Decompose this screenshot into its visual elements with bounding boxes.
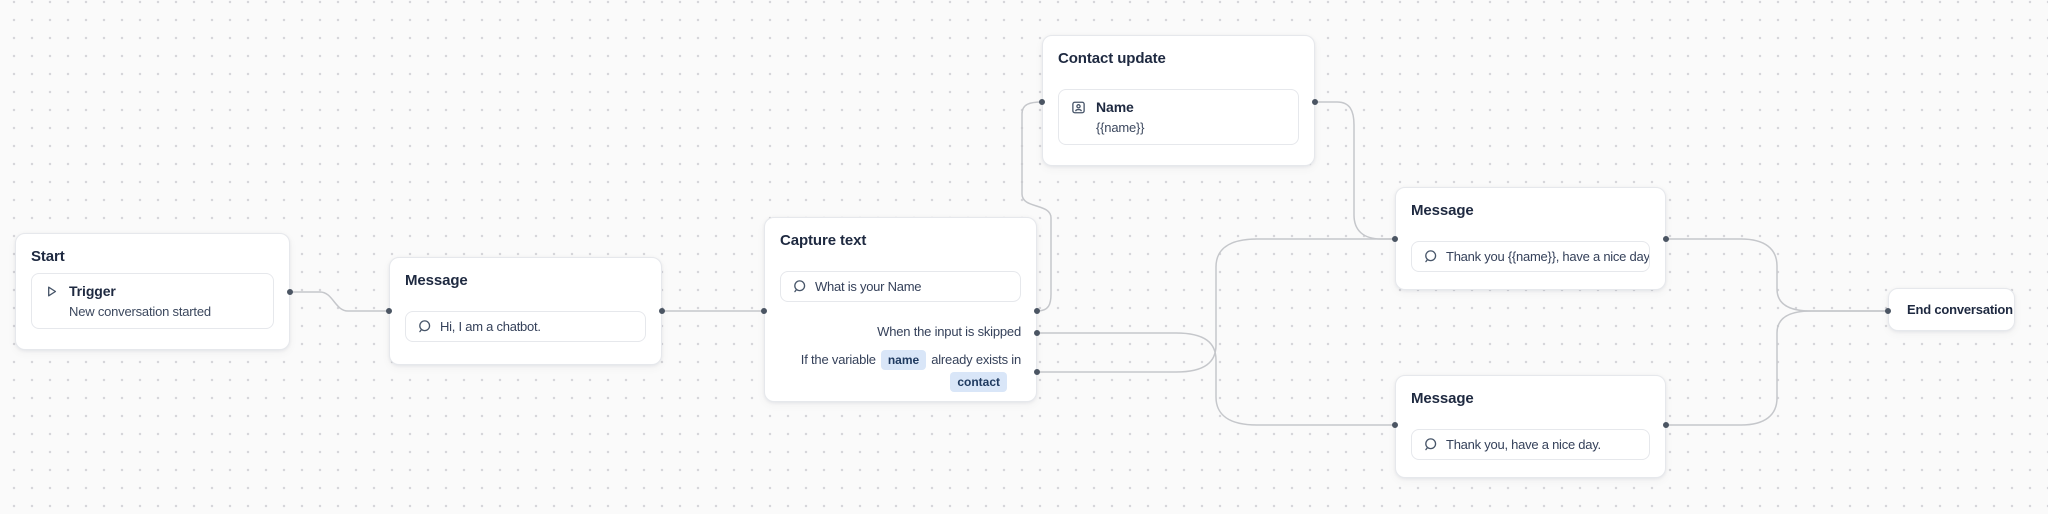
play-icon — [44, 284, 59, 299]
contact-field-card[interactable]: Name {{name}} — [1058, 89, 1299, 145]
chat-bubble-icon — [1423, 249, 1438, 264]
port-message-thanks-input[interactable] — [1392, 422, 1398, 428]
port-capture-output-main[interactable] — [1034, 308, 1040, 314]
message-thanks-name-text: Thank you {{name}}, have a nice day. — [1446, 249, 1650, 264]
node-capture-text-title: Capture text — [780, 232, 867, 249]
node-end-conversation[interactable]: End conversation — [1888, 288, 2015, 331]
node-message-thanks-name[interactable]: Message Thank you {{name}}, have a nice … — [1395, 187, 1666, 290]
node-contact-update-title: Contact update — [1058, 50, 1166, 67]
port-capture-output-exists[interactable] — [1034, 369, 1040, 375]
node-capture-text[interactable]: Capture text What is your Name When the … — [764, 217, 1037, 402]
message-thanks-text: Thank you, have a nice day. — [1446, 437, 1601, 452]
trigger-description: New conversation started — [69, 304, 211, 319]
port-contact-update-input[interactable] — [1039, 99, 1045, 105]
port-start-output[interactable] — [287, 289, 293, 295]
node-message-intro-title: Message — [405, 272, 468, 289]
contact-card-icon — [1071, 100, 1086, 115]
variable-name-badge: name — [880, 350, 927, 370]
port-message-thanks-output[interactable] — [1663, 422, 1669, 428]
edge-skipped-to-message-thanks — [1037, 332, 1395, 426]
node-contact-update[interactable]: Contact update Name {{name}} — [1042, 35, 1315, 166]
node-message-thanks-title: Message — [1411, 390, 1474, 407]
contact-field-name: Name — [1096, 99, 1134, 115]
capture-prompt-card[interactable]: What is your Name — [780, 271, 1021, 302]
node-message-thanks[interactable]: Message Thank you, have a nice day. — [1395, 375, 1666, 478]
chat-bubble-icon — [417, 319, 432, 334]
end-conversation-label: End conversation — [1907, 302, 2013, 317]
port-capture-input[interactable] — [761, 308, 767, 314]
port-message-thanks-name-input[interactable] — [1392, 236, 1398, 242]
message-intro-text: Hi, I am a chatbot. — [440, 319, 541, 334]
chat-bubble-icon — [1423, 437, 1438, 452]
message-thanks-name-card[interactable]: Thank you {{name}}, have a nice day. — [1411, 241, 1650, 272]
port-message-intro-input[interactable] — [386, 308, 392, 314]
port-capture-output-skipped[interactable] — [1034, 330, 1040, 336]
node-start-title: Start — [31, 248, 65, 265]
capture-prompt-text: What is your Name — [815, 279, 922, 294]
message-intro-card[interactable]: Hi, I am a chatbot. — [405, 311, 646, 342]
variable-scope-badge: contact — [950, 372, 1007, 392]
edge-message-thanks-name-to-end — [1666, 238, 1888, 312]
edge-start-to-message — [290, 291, 389, 312]
edge-exists-to-message-thanks-name — [1037, 238, 1395, 373]
port-contact-update-output[interactable] — [1312, 99, 1318, 105]
condition-exists-after: already exists in — [931, 352, 1021, 367]
condition-variable-exists: If the variable name already exists in con… — [780, 350, 1021, 392]
node-message-thanks-name-title: Message — [1411, 202, 1474, 219]
port-end-input[interactable] — [1885, 308, 1891, 314]
condition-exists-before: If the variable — [800, 352, 876, 367]
port-message-thanks-name-output[interactable] — [1663, 236, 1669, 242]
trigger-label: Trigger — [69, 283, 116, 299]
node-message-intro[interactable]: Message Hi, I am a chatbot. — [389, 257, 662, 365]
node-start[interactable]: Start Trigger New conversation started — [15, 233, 290, 350]
start-trigger-card[interactable]: Trigger New conversation started — [31, 273, 274, 329]
condition-input-skipped: When the input is skipped — [877, 324, 1021, 339]
chat-bubble-icon — [792, 279, 807, 294]
edge-contact-update-to-message-thanks-name — [1315, 101, 1395, 240]
message-thanks-card[interactable]: Thank you, have a nice day. — [1411, 429, 1650, 460]
port-message-intro-output[interactable] — [659, 308, 665, 314]
edge-message-thanks-to-end — [1666, 310, 1888, 426]
contact-field-value: {{name}} — [1096, 120, 1145, 135]
